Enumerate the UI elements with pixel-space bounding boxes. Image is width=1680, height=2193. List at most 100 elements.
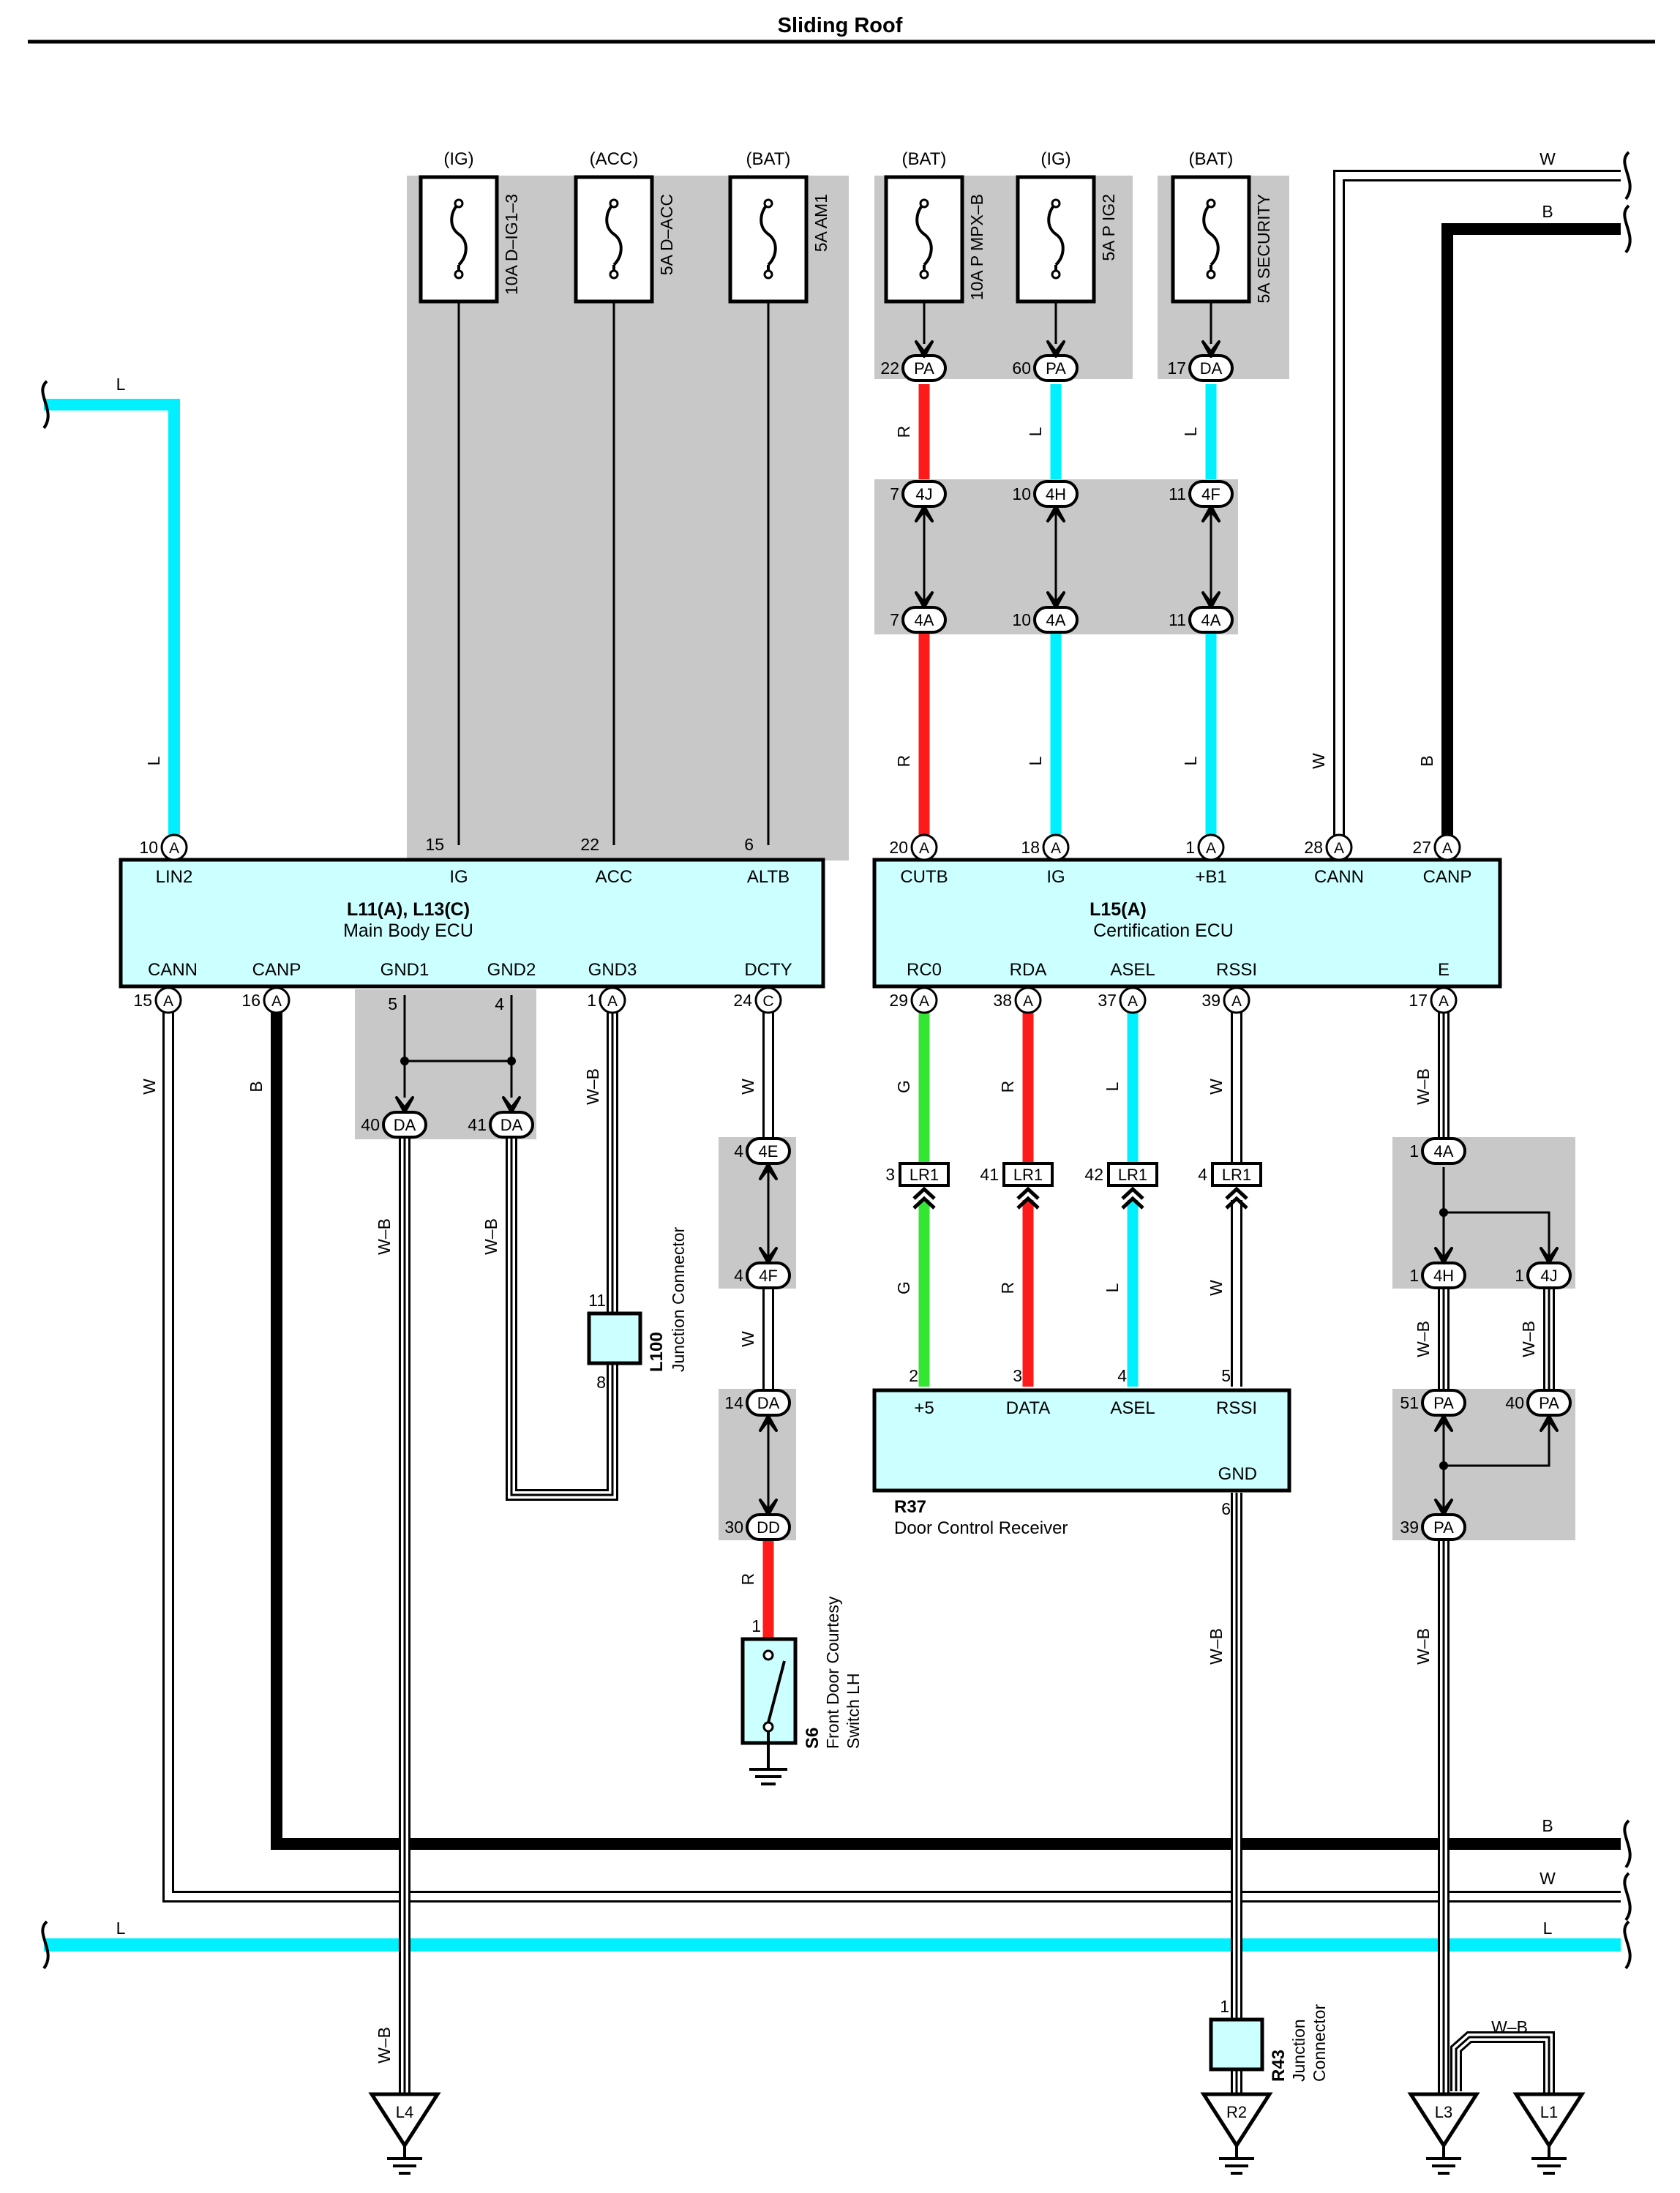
wire-color-label: W xyxy=(738,1331,757,1347)
arrowhead xyxy=(759,1414,778,1432)
ecu-pin-label: CANP xyxy=(1423,867,1472,887)
fuse-terminal xyxy=(1206,198,1216,209)
connector-code: 4F xyxy=(1201,485,1220,503)
connector-pin-number: 3 xyxy=(885,1165,895,1184)
pin-circle xyxy=(1433,833,1461,861)
wire-color-label: R xyxy=(738,1573,757,1586)
fuse-f1 xyxy=(419,175,499,304)
wire-color-label: L xyxy=(1026,756,1045,765)
wire-color-label: W–B xyxy=(375,1218,394,1255)
connector-pin-number: 42 xyxy=(1084,1165,1103,1184)
wire-color-label: L xyxy=(1181,427,1200,436)
splice-point xyxy=(400,1057,409,1065)
ground-l4: L4 xyxy=(368,2092,441,2175)
connector-body xyxy=(1107,1162,1158,1187)
wire-color-label: L xyxy=(144,756,163,765)
wire-core xyxy=(271,995,1621,1850)
ecu-main-bottom-pin: A xyxy=(154,986,182,1014)
front-door-courtesy-switch xyxy=(740,1637,798,1785)
connector-lr41: LR1 xyxy=(1002,1162,1054,1187)
connector-pin-number: 4 xyxy=(734,1142,743,1161)
switch-desc: Front Door Courtesy xyxy=(823,1596,842,1749)
fuse-source: (ACC) xyxy=(590,149,639,169)
connector-da17: DA xyxy=(1188,354,1234,382)
arrow-down xyxy=(1434,1247,1453,1264)
connector-pin-number: 40 xyxy=(361,1115,380,1134)
wire-stripe xyxy=(1455,2036,1550,2093)
pin-circle xyxy=(599,986,626,1014)
page-title: Sliding Roof xyxy=(778,14,903,37)
fuse-rating: 5A D–ACC xyxy=(657,194,676,275)
connector-pa60: PA xyxy=(1033,354,1079,382)
wire-color-label: G xyxy=(894,1281,913,1294)
wire-core xyxy=(1441,223,1621,841)
arrowhead xyxy=(1046,591,1065,609)
wire-color-label: B xyxy=(1417,755,1436,766)
pin-letter: A xyxy=(1128,993,1138,1010)
pin-circle xyxy=(1014,986,1042,1014)
pin-circle xyxy=(754,986,782,1014)
certification-ecu xyxy=(872,858,1502,989)
wire-color-label: W–B xyxy=(375,2027,394,2063)
ecu-cert-bottom-pin: A xyxy=(1223,986,1250,1014)
break-mark xyxy=(1623,1872,1632,1922)
ecu-cert-bottom-pin: A xyxy=(1014,986,1042,1014)
pin-circle xyxy=(263,986,290,1014)
chevron xyxy=(1121,1186,1144,1200)
connector-da41: DA xyxy=(489,1111,534,1139)
arrow-down xyxy=(502,1096,521,1114)
ecu-cert-desc: Certification ECU xyxy=(1093,921,1234,941)
connector-code: 4H xyxy=(1046,485,1066,503)
fuse-terminal xyxy=(763,198,773,209)
wire-outline xyxy=(1450,2031,1555,2093)
receiver-pin-label: DATA xyxy=(1006,1398,1050,1418)
receiver-pin-number: 6 xyxy=(1221,1499,1231,1518)
pin-letter: A xyxy=(271,993,282,1010)
wire-cann-trunk xyxy=(1333,170,1621,841)
ecu-cert-top-pin: A xyxy=(910,833,938,861)
connector-dd30: DD xyxy=(746,1513,791,1541)
connector-pin-number: 30 xyxy=(724,1518,743,1537)
ground-l1: L1 xyxy=(1512,2092,1586,2175)
ecu-pin-label: RC0 xyxy=(907,960,942,980)
link-pa40 xyxy=(1444,1420,1550,1467)
ecu-pin-label: E xyxy=(1438,960,1450,980)
wire-color-label: W–B xyxy=(1414,1068,1433,1105)
main-body-ecu xyxy=(119,858,825,989)
switch-desc: Switch LH xyxy=(844,1673,863,1749)
fuse-box xyxy=(1016,175,1096,304)
break-mark xyxy=(1623,1920,1632,1970)
ecu-pin-label: CANP xyxy=(252,960,301,980)
ground-l3: L3 xyxy=(1407,2092,1480,2175)
connector-pin-number: 14 xyxy=(724,1393,743,1412)
ecu-pin-label: ALTB xyxy=(747,867,790,887)
connector-arrows xyxy=(912,1186,936,1210)
fuse-box xyxy=(728,175,809,304)
pin-number: 24 xyxy=(733,991,752,1010)
wire-color-label: B xyxy=(1542,1816,1553,1835)
fuse-element xyxy=(915,202,933,266)
wire-color-label: W–B xyxy=(1207,1628,1226,1665)
arrowhead xyxy=(915,340,934,358)
connector-c4h10: 4H xyxy=(1033,480,1079,508)
pin-number: 1 xyxy=(1185,838,1195,857)
fuse-f3 xyxy=(728,175,809,304)
wire-color-label: B xyxy=(1542,202,1553,221)
fuse-element xyxy=(605,202,623,266)
wire-core xyxy=(1444,1420,1550,1467)
connector-body xyxy=(1002,1162,1054,1187)
pin-number: 5 xyxy=(388,994,397,1013)
ecu-pin-label: ASEL xyxy=(1110,960,1155,980)
arrowhead xyxy=(395,1096,414,1114)
connector-code: LR1 xyxy=(1222,1166,1251,1184)
ecu-pin-label: GND1 xyxy=(380,960,430,980)
connector-pin-number: 10 xyxy=(1012,484,1031,503)
junction-desc: Connector xyxy=(1310,2004,1329,2082)
junction-pin-number: 1 xyxy=(1220,1997,1229,2016)
ecu-main-bottom-pin: C xyxy=(754,986,782,1014)
pin-letter: A xyxy=(1334,840,1344,857)
break-mark xyxy=(1623,1819,1632,1869)
ecu-cert-top-pin: A xyxy=(1197,833,1225,861)
wire-color-label: L xyxy=(1103,1081,1122,1091)
